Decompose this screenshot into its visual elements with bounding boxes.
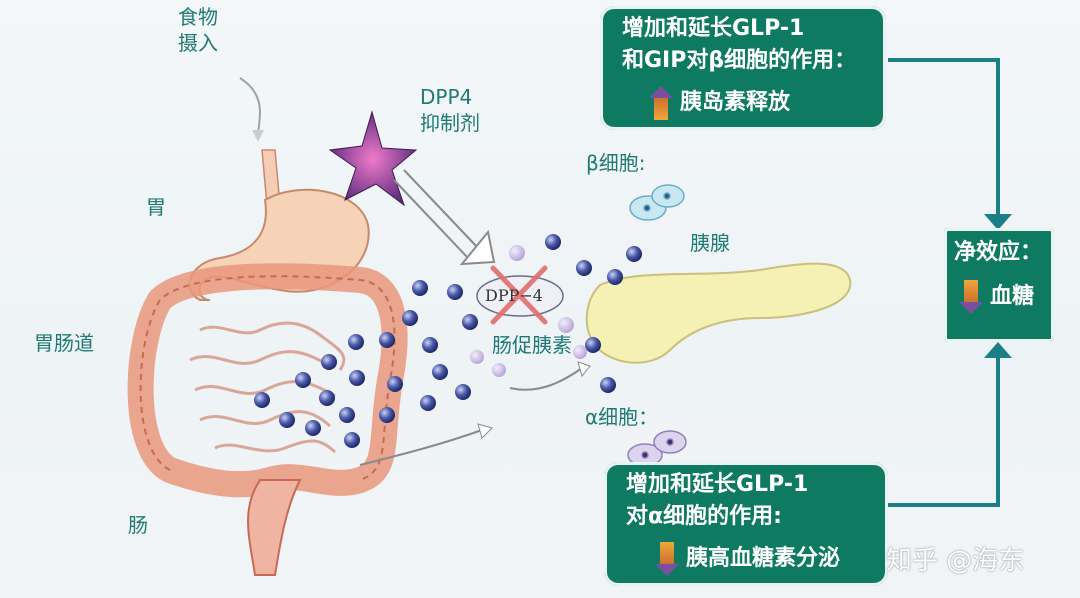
incretin-particles — [254, 234, 642, 448]
dpp4-enzyme-label: DPP−4 — [485, 286, 543, 305]
beta-effect-box: 增加和延长GLP-1 和GIP对β细胞的作用： 胰岛素释放 — [600, 6, 886, 130]
degraded-particles — [470, 245, 587, 377]
watermark: 知乎 @海东 — [886, 546, 1025, 576]
glucagon-secretion-label: 胰高血糖素分泌 — [686, 546, 841, 571]
insulin-release-label: 胰岛素释放 — [680, 90, 791, 115]
incretin-arrow-upper — [509, 367, 583, 391]
alpha-effect-box: 增加和延长GLP-1 对α细胞的作用: 胰高血糖素分泌 — [604, 462, 888, 586]
rectum — [247, 479, 302, 576]
food-intake-label: 食物 摄入 — [178, 5, 218, 55]
small-intestine — [189, 321, 346, 454]
intestine-label: 肠 — [128, 513, 148, 537]
dpp4-inhibitor-star-icon — [328, 110, 418, 207]
beta-effect-line1: 增加和延长GLP-1 — [622, 16, 805, 41]
alpha-effect-line2: 对α细胞的作用: — [626, 504, 782, 529]
dpp4-inhibitor-label: DPP4 抑制剂 — [420, 85, 480, 135]
alpha-effect-line1: 增加和延长GLP-1 — [626, 472, 809, 497]
net-effect-box: 净效应： 血糖 — [944, 228, 1054, 342]
net-effect-title: 净效应： — [954, 240, 1043, 265]
pancreas-label: 胰腺 — [690, 231, 730, 255]
beta-cells-icon — [629, 184, 685, 221]
inhibitor-arrow — [393, 169, 496, 266]
increase-arrow-icon — [649, 86, 673, 120]
alpha-cells-icon — [627, 430, 687, 467]
beta-effect-line2: 和GIP对β细胞的作用： — [622, 48, 857, 73]
pancreas-shape — [585, 262, 852, 364]
incretin-label: 肠促胰素 — [492, 333, 572, 357]
connector-bottom-arrow — [888, 354, 1000, 507]
gi-tract-label: 胃肠道 — [34, 331, 94, 355]
alpha-cell-label: α细胞： — [585, 405, 659, 429]
food-intake-arrow — [239, 77, 261, 133]
blood-glucose-label: 血糖 — [990, 284, 1035, 309]
connector-top-arrow — [888, 58, 1000, 218]
beta-cell-label: β细胞: — [586, 151, 646, 175]
incretin-arrow-lower — [359, 429, 483, 466]
decrease-arrow-icon — [959, 280, 983, 314]
stomach-label: 胃 — [146, 195, 166, 219]
blocked-x-icon — [490, 265, 548, 325]
decrease-arrow-icon — [655, 542, 679, 576]
